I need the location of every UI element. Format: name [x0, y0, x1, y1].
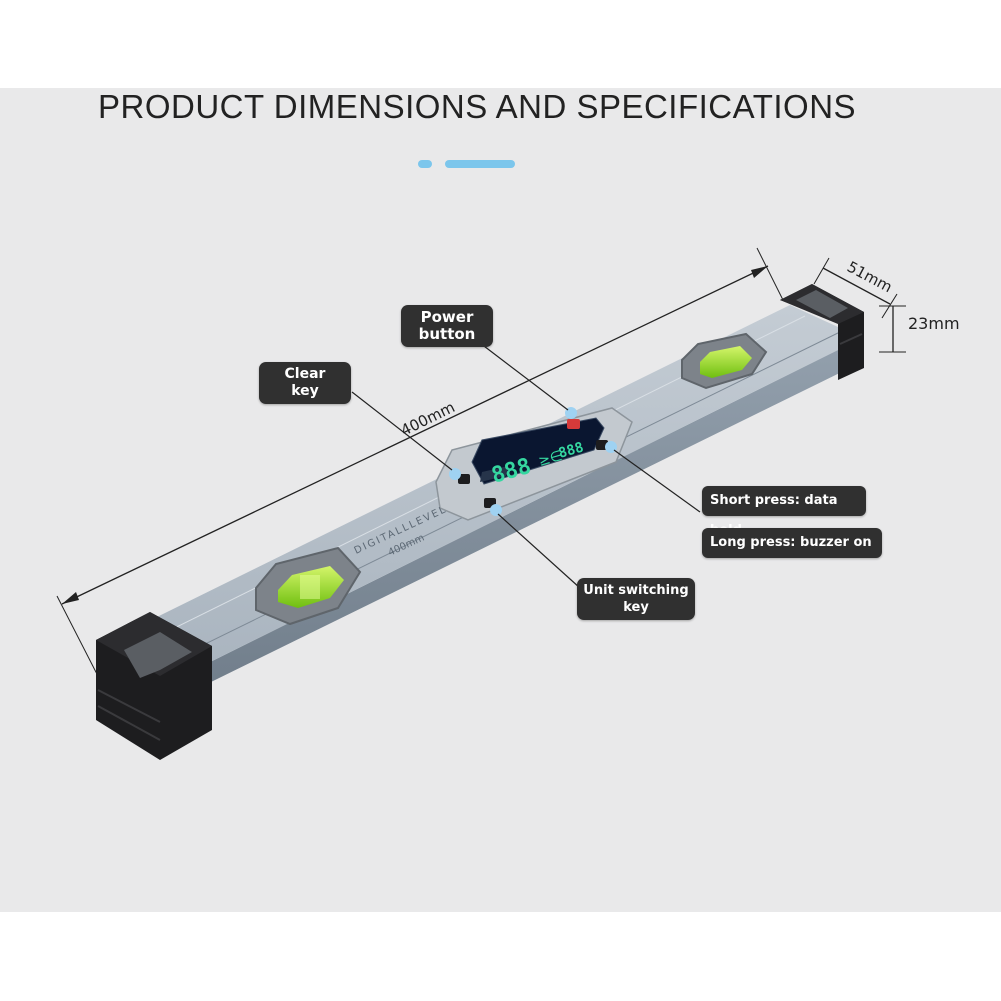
height-dimension-line — [879, 305, 906, 353]
clear-callout-line1: Clear — [284, 366, 326, 382]
unit-pointer-dot — [490, 504, 502, 516]
clear-pointer-dot — [449, 468, 461, 480]
lcd-control-panel — [435, 407, 633, 521]
clear-key-callout: Clear key — [259, 362, 351, 404]
power-leader-line — [479, 342, 569, 411]
power-callout-line2: button — [418, 325, 476, 343]
unit-callout-line2: key — [623, 600, 649, 615]
right-end-cap — [780, 284, 864, 380]
hold-button[interactable] — [596, 440, 608, 450]
length-dimension-line — [56, 247, 784, 681]
power-callout-line1: Power — [420, 308, 474, 326]
left-end-cap — [96, 612, 212, 760]
hold-leader-line — [613, 449, 701, 513]
bubble-vial-left — [255, 546, 362, 626]
unit-switching-callout: Unit switching key — [577, 578, 695, 620]
clear-leader-line — [351, 391, 453, 471]
bubble-vial-right — [681, 332, 768, 390]
clear-button[interactable] — [458, 474, 470, 484]
accent-bar — [445, 160, 515, 168]
height-label: 23mm — [908, 314, 960, 333]
width-label: 51mm — [844, 258, 895, 297]
unit-leader-line — [497, 513, 581, 589]
power-button-callout: Power button — [401, 305, 493, 347]
short-press-callout: Short press: data hold — [702, 486, 866, 538]
unit-callout-line1: Unit switching — [583, 583, 689, 598]
lcd-small-digits: 888 — [557, 439, 586, 461]
page-title: PRODUCT DIMENSIONS AND SPECIFICATIONS — [98, 88, 857, 125]
accent-dot — [418, 160, 432, 168]
long-press-callout: Long press: buzzer on — [702, 528, 882, 558]
clear-callout-line2: key — [291, 383, 319, 399]
power-button[interactable] — [567, 419, 580, 429]
digital-level-body — [96, 284, 864, 760]
lcd-symbol: ≥∈ — [537, 448, 564, 470]
